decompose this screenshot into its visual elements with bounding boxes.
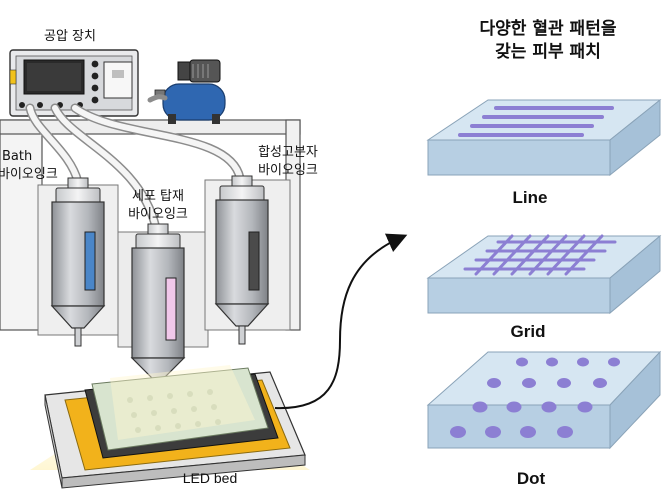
dot-pattern-patch: [426, 350, 662, 450]
polymer-ink-label-1: 합성고분자: [258, 145, 318, 160]
pattern-label-dot: Dot: [517, 469, 546, 488]
cell-cartridge: [130, 223, 186, 393]
bath-ink-label-2: 바이오잉크: [0, 167, 58, 182]
polymer-ink-label-2: 바이오잉크: [258, 163, 318, 178]
device-label: 공압 장치: [44, 29, 96, 44]
patch-title-line1: 다양한 혈관 패턴을: [480, 18, 617, 39]
grid-pattern-patch: [426, 234, 662, 315]
line-pattern-patch: [426, 98, 662, 177]
cell-ink-label-1: 세포 탑재: [132, 189, 184, 204]
bath-ink-label-1: Bath: [2, 149, 32, 164]
led-bed-label: LED bed: [183, 470, 237, 486]
cell-ink-label-2: 바이오잉크: [128, 207, 188, 222]
bath-cartridge: [50, 177, 106, 347]
pneumatic-device: [9, 49, 139, 117]
air-compressor: [154, 59, 226, 124]
process-arrow: [274, 233, 408, 410]
air-tubes: [25, 94, 245, 233]
polymer-cartridge: [214, 175, 270, 345]
pattern-label-line: Line: [513, 188, 548, 207]
led-bed: [30, 365, 310, 489]
patch-title-line2: 갖는 피부 패치: [495, 42, 601, 62]
pattern-label-grid: Grid: [511, 322, 546, 341]
